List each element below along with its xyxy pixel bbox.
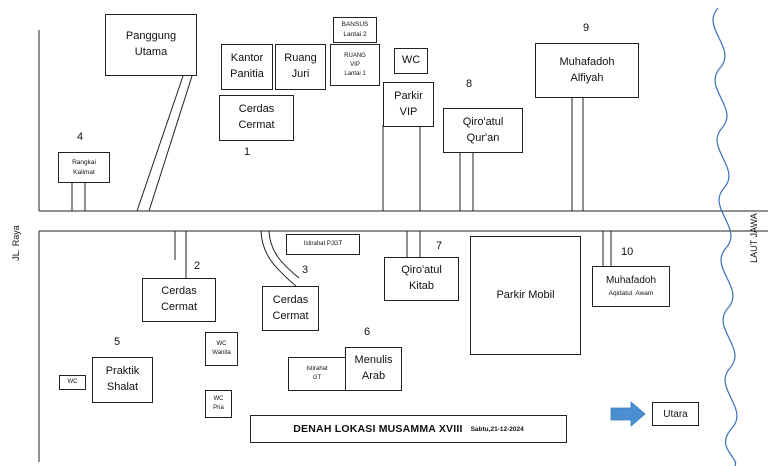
kantor-line1: Kantor xyxy=(230,52,264,65)
location-number-8: 8 xyxy=(466,78,473,90)
kitab-line2: Kitab xyxy=(408,280,435,292)
wc-top-building: WC xyxy=(394,48,428,74)
sea-label: LAUT JAWA xyxy=(749,213,759,263)
cc3-line1: Cerdas xyxy=(272,293,309,306)
alfiyah-line2: Alfiyah xyxy=(570,71,604,84)
cc2-line1: Cerdas xyxy=(161,285,197,298)
kantor-line2: Panitia xyxy=(230,68,264,80)
north-arrow-icon xyxy=(610,401,646,427)
cc1-line2: Cermat xyxy=(238,119,275,131)
bansus-line2: Lantai 2 xyxy=(343,31,367,38)
wc-left-label: WC xyxy=(67,379,78,385)
muhafadoh-aqidatul-awam-building: Muhafadoh Aqidatul Awam xyxy=(592,266,670,307)
istirahat-gt-building: Istirahat GT xyxy=(288,357,346,391)
juri-line1: Ruang xyxy=(284,52,317,65)
wc-pria-line2: Pria xyxy=(213,405,224,411)
cc3-line2: Cermat xyxy=(272,309,309,322)
road-label: JL. Raya xyxy=(11,225,21,261)
bansus-building: BANSUS Lantai 2 xyxy=(333,17,377,43)
rangkai-line1: Rangkai xyxy=(72,158,96,166)
location-number-6: 6 xyxy=(364,326,371,338)
gt-line2: GT xyxy=(312,375,322,381)
location-number-1: 1 xyxy=(244,146,251,158)
vip-line3: Lantai 1 xyxy=(344,70,366,77)
panggung-line2: Utama xyxy=(134,46,168,58)
juri-line2: Juri xyxy=(291,68,310,80)
wc-pria-building: WC Pria xyxy=(205,390,232,418)
path-panggung-a xyxy=(136,75,184,212)
bansus-line1: BANSUS xyxy=(341,21,369,29)
path-panggung-b xyxy=(148,75,193,212)
praktik-line2: Shalat xyxy=(106,381,139,393)
quran-line2: Qur'an xyxy=(466,131,500,144)
menulis-line2: Arab xyxy=(361,370,386,382)
north-label-box: Utara xyxy=(652,402,699,426)
alfiyah-line1: Muhafadoh xyxy=(559,55,615,68)
wc-left-building: WC xyxy=(59,375,86,390)
panggung-line1: Panggung xyxy=(125,30,177,43)
vip-line1: RUANG xyxy=(344,52,366,59)
map-date: Sabtu,21-12-2024 xyxy=(470,425,524,433)
istirahat-pjgt-building: Istirahat PJGT xyxy=(286,234,360,255)
location-number-7: 7 xyxy=(436,240,443,252)
location-number-4: 4 xyxy=(77,131,84,143)
map-title-box: DENAH LOKASI MUSAMMA XVIII Sabtu,21-12-2… xyxy=(250,415,567,443)
praktik-line1: Praktik xyxy=(105,365,140,378)
cerdas-cermat-1-building: Cerdas Cermat xyxy=(219,95,294,141)
wc-wanita-building: WC Wanita xyxy=(205,332,238,366)
parkir-mobil-label: Parkir Mobil xyxy=(496,288,555,301)
map-title: DENAH LOKASI MUSAMMA XVIII xyxy=(293,423,463,435)
wc-wanita-line2: Wanita xyxy=(212,350,231,356)
qiroatul-quran-building: Qiro'atul Qur'an xyxy=(443,108,523,153)
kitab-line1: Qiro'atul xyxy=(401,264,442,277)
quran-line1: Qiro'atul xyxy=(462,115,504,128)
panggung-utama-building: Panggung Utama xyxy=(105,14,197,76)
location-number-5: 5 xyxy=(114,336,121,348)
awam-line2: Aqidatul Awam xyxy=(608,289,654,297)
ruang-vip-building: RUANG VIP Lantai 1 xyxy=(330,44,380,86)
wc-wanita-line1: WC xyxy=(216,341,227,347)
cerdas-cermat-3-building: Cerdas Cermat xyxy=(262,286,319,331)
path-cc3-b xyxy=(268,230,300,279)
location-number-2: 2 xyxy=(194,260,201,272)
location-number-9: 9 xyxy=(583,22,590,34)
north-label: Utara xyxy=(663,408,688,420)
rangkai-line2: Kalimat xyxy=(73,168,95,176)
location-number-10: 10 xyxy=(621,246,634,258)
parkir-mobil-area: Parkir Mobil xyxy=(470,236,581,355)
vip-line2: VIP xyxy=(350,61,360,68)
cc2-line2: Cermat xyxy=(160,301,198,313)
ruang-juri-building: Ruang Juri xyxy=(275,44,326,90)
parkir-vip-line2: VIP xyxy=(399,105,418,118)
cc1-line1: Cerdas xyxy=(238,103,275,116)
menulis-arab-building: Menulis Arab xyxy=(345,347,402,391)
location-number-3: 3 xyxy=(302,264,309,276)
sea-coastline-wave xyxy=(712,7,738,466)
parkir-vip-area: Parkir VIP xyxy=(383,82,434,127)
gt-line1: Istirahat xyxy=(306,366,328,372)
wc-top-label: WC xyxy=(401,54,421,67)
wc-pria-line1: WC xyxy=(213,396,224,402)
awam-line1: Muhafadoh xyxy=(605,275,657,287)
kantor-panitia-building: Kantor Panitia xyxy=(221,44,273,90)
muhafadoh-alfiyah-building: Muhafadoh Alfiyah xyxy=(535,43,639,98)
praktik-shalat-building: Praktik Shalat xyxy=(92,357,153,403)
qiroatul-kitab-building: Qiro'atul Kitab xyxy=(384,257,459,301)
parkir-vip-line1: Parkir xyxy=(394,89,423,102)
menulis-line1: Menulis xyxy=(354,354,393,367)
path-cc3-a xyxy=(260,230,298,288)
cerdas-cermat-2-building: Cerdas Cermat xyxy=(142,278,216,322)
rangkai-kalimat-building: Rangkai Kalimat xyxy=(58,152,110,183)
pjgt-label: Istirahat PJGT xyxy=(303,241,343,247)
